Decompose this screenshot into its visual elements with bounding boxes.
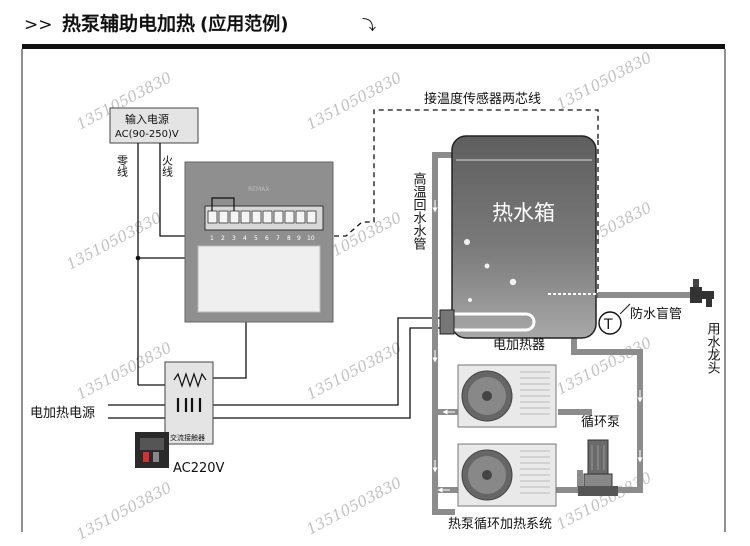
water-tank: 热水箱 — [439, 135, 598, 339]
electric-heater-label: 电加热器 — [493, 338, 545, 353]
contactor-coil — [173, 372, 207, 388]
contactor: 交流接触器 — [164, 361, 214, 445]
sensor-wire-label: 接温度传感器两芯线 — [424, 91, 541, 107]
terminal-number: 3 — [232, 235, 236, 242]
outer-frame — [21, 49, 726, 532]
watermark: 13510503830 — [63, 208, 165, 273]
terminal-number: 9 — [297, 235, 301, 242]
terminal-number: 5 — [254, 235, 258, 242]
tank-bubbles — [464, 239, 517, 302]
bubble — [468, 298, 472, 302]
controller: REMAX 1 2 3 4 5 6 7 8 9 10 — [184, 161, 334, 323]
terminal-number: 8 — [287, 235, 291, 242]
terminal-number: 7 — [276, 235, 280, 242]
heater-element — [444, 312, 536, 332]
header-rule — [22, 44, 725, 49]
heater-power-label: 电加热电源 — [30, 406, 95, 421]
header: >> 热泵辅助电加热 (应用范例) ⤵ — [22, 12, 725, 49]
contactor-contacts — [176, 398, 202, 412]
pump-label: 循环泵 — [581, 415, 620, 430]
terminal-screw — [251, 210, 262, 224]
tank-body — [451, 135, 597, 339]
controller-brand: REMAX — [248, 186, 269, 193]
sensor-wire — [316, 109, 599, 298]
power-input-label: 输入电源 — [125, 112, 169, 126]
terminal-jumper — [211, 197, 235, 211]
thermo-symbol-circle — [598, 311, 622, 335]
controller-display-panel — [197, 245, 321, 313]
header-tail-glyph: ⤵ — [362, 18, 376, 34]
contactor-label: 交流接触器 — [170, 433, 205, 442]
header-prefix: >> — [24, 15, 53, 35]
terminal-numbers: 1 2 3 4 5 6 7 8 9 10 — [210, 235, 315, 242]
terminal-number: 6 — [265, 235, 269, 242]
watermark: 13510503830 — [303, 338, 405, 403]
bubble — [509, 278, 517, 286]
faucet-label: 用水龙头 — [705, 322, 721, 374]
watermark: 13510503830 — [303, 68, 405, 133]
neutral-wire-label: 零线 — [116, 155, 129, 177]
bubble — [484, 263, 490, 269]
terminal-number: 4 — [243, 235, 247, 242]
terminal-number: 2 — [221, 235, 225, 242]
terminal-screw — [284, 210, 295, 224]
return-pipe-label: 高温回水水管 — [411, 171, 427, 251]
heat-pump-unit-bottom — [457, 443, 557, 507]
watermark: 13510503830 — [73, 478, 175, 543]
live-wire-label: 火线 — [161, 155, 174, 177]
watermark: 13510503830 — [553, 48, 655, 113]
watermark: 13510503830 — [303, 473, 405, 538]
bubble — [464, 239, 470, 245]
terminal-screw — [240, 210, 251, 224]
terminal-screw — [262, 210, 273, 224]
terminal-screw — [229, 210, 240, 224]
terminal-screw — [295, 210, 306, 224]
terminal-screw — [306, 210, 317, 224]
page-title: 热泵辅助电加热 — [62, 12, 195, 35]
watermark: 13510503830 — [73, 338, 175, 403]
terminal-number: 1 — [210, 235, 214, 242]
junction-dot — [135, 255, 141, 261]
circulation-pump-icon — [578, 439, 618, 496]
pipe-arrows — [432, 200, 643, 493]
faucet-icon — [690, 279, 714, 307]
heatpump-system-label: 热泵循环加热系统 — [448, 517, 552, 532]
heater-flange — [439, 309, 455, 335]
tank-label: 热水箱 — [492, 201, 555, 225]
heat-pump-unit-top — [457, 364, 557, 428]
terminal-number: 10 — [307, 235, 315, 242]
terminal-screws — [207, 210, 317, 224]
power-input-box — [109, 107, 199, 144]
ac220-label: AC220V — [173, 461, 225, 476]
contactor-body — [164, 361, 214, 445]
terminal-screw — [273, 210, 284, 224]
power-input-voltage: AC(90-250)V — [115, 129, 179, 140]
page-subtitle: (应用范例) — [200, 13, 288, 35]
terminal-screw — [218, 210, 229, 224]
contactor-device-icon — [135, 432, 169, 468]
thermo-symbol-text: T — [603, 317, 613, 333]
terminal-screw — [207, 210, 218, 224]
thermo-leader — [619, 303, 631, 315]
anti-water-pipe-label: 防水盲管 — [630, 306, 682, 322]
